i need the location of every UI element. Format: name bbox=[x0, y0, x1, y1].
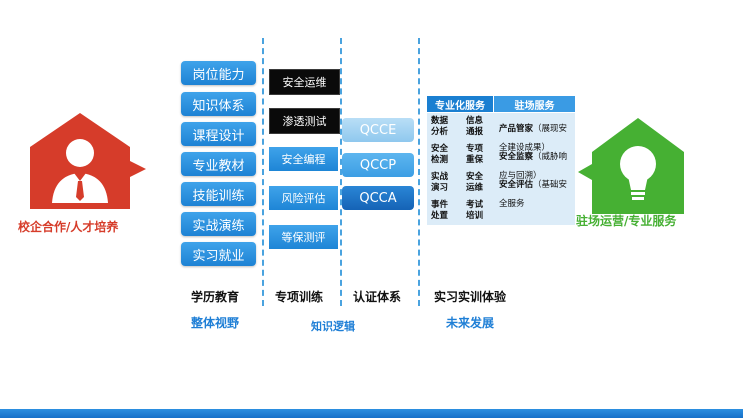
left-caption: 校企合作/人才培养 bbox=[18, 220, 119, 234]
item-practical-drill: 实战演练 bbox=[181, 212, 256, 236]
table-header-professional: 专业化服务 bbox=[427, 96, 493, 112]
item-position-ability: 岗位能力 bbox=[181, 61, 256, 85]
table-cell: 安全 运维 bbox=[466, 172, 484, 193]
cert-qcce: QCCE bbox=[342, 118, 414, 142]
separator bbox=[418, 38, 420, 306]
lightbulb-house-icon bbox=[578, 118, 684, 214]
table-cell: 安全 检测 bbox=[431, 144, 449, 165]
label-education: 学历教育 bbox=[191, 290, 240, 304]
cell-title: 安全评估 bbox=[499, 180, 534, 190]
cert-qcca: QCCA bbox=[342, 186, 414, 210]
item-penetration-test: 渗透测试 bbox=[269, 108, 340, 134]
separator bbox=[262, 38, 264, 306]
item-course-design: 课程设计 bbox=[181, 122, 256, 146]
person-house-icon bbox=[30, 113, 146, 209]
cell-desc: （威胁响应与回溯） bbox=[499, 152, 568, 181]
table-header-onsite: 驻场服务 bbox=[494, 96, 575, 112]
table-cell: 考试 培训 bbox=[466, 200, 484, 221]
table-cell: 产品管家（展现安全建设成果） bbox=[499, 116, 573, 154]
item-security-ops: 安全运维 bbox=[269, 69, 340, 95]
item-internship: 实习就业 bbox=[181, 242, 256, 266]
item-knowledge-system: 知识体系 bbox=[181, 92, 256, 116]
item-risk-assessment: 风险评估 bbox=[269, 186, 338, 210]
table-cell: 专项 重保 bbox=[466, 144, 484, 165]
item-compliance-eval: 等保测评 bbox=[269, 225, 338, 249]
cell-title: 安全监察 bbox=[499, 152, 534, 162]
cert-qccp: QCCP bbox=[342, 153, 414, 177]
cell-title: 产品管家 bbox=[499, 124, 534, 134]
separator bbox=[340, 38, 342, 306]
item-secure-coding: 安全编程 bbox=[269, 147, 338, 171]
sublabel-future-development: 未来发展 bbox=[446, 316, 495, 330]
table-cell: 安全评估（基础安全服务 bbox=[499, 172, 573, 210]
right-caption: 驻场运营/专业服务 bbox=[576, 214, 677, 228]
table-body bbox=[427, 113, 575, 225]
label-special-training: 专项训练 bbox=[275, 290, 324, 304]
table-cell: 安全监察（威胁响应与回溯） bbox=[499, 144, 573, 182]
label-certification: 认证体系 bbox=[353, 290, 402, 304]
sublabel-overall-vision: 整体视野 bbox=[191, 316, 240, 330]
cell-desc: （展现安全建设成果） bbox=[499, 124, 568, 153]
item-textbook: 专业教材 bbox=[181, 152, 256, 176]
label-internship-experience: 实习实训体验 bbox=[434, 290, 507, 304]
table-cell: 事件 处置 bbox=[431, 200, 449, 221]
table-cell: 信息 通报 bbox=[466, 116, 484, 137]
item-skill-training: 技能训练 bbox=[181, 182, 256, 206]
table-cell: 数据 分析 bbox=[431, 116, 449, 137]
bottom-bar bbox=[0, 409, 743, 418]
cell-desc: （基础安全服务 bbox=[499, 180, 568, 209]
sublabel-knowledge-logic: 知识逻辑 bbox=[311, 320, 355, 333]
table-cell: 实战 演习 bbox=[431, 172, 449, 193]
